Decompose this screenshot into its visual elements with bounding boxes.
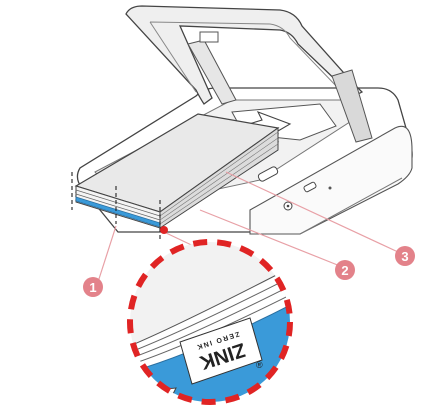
alignment-guides bbox=[71, 172, 161, 240]
callout-2-badge bbox=[335, 260, 355, 280]
svg-text:®: ® bbox=[256, 360, 263, 370]
lid-hinge-right bbox=[331, 69, 373, 143]
callout-1-number: 1 bbox=[89, 280, 96, 295]
zink-paper-stack bbox=[74, 113, 280, 229]
callout-1: 1 bbox=[83, 277, 103, 297]
usb-port bbox=[303, 181, 317, 193]
callout-2: 2 bbox=[335, 260, 355, 280]
callout-3: 3 bbox=[395, 246, 415, 266]
zoom-focus-marker bbox=[160, 226, 168, 234]
printer-bottom-rim bbox=[299, 177, 403, 235]
lid-inner-frame bbox=[149, 21, 341, 93]
indicator-led bbox=[328, 186, 332, 190]
power-button bbox=[257, 166, 279, 182]
callout-lines bbox=[97, 171, 399, 283]
zink-logo-panel bbox=[179, 317, 263, 385]
callout-2-number: 2 bbox=[341, 263, 348, 278]
lid-hinge-left bbox=[187, 39, 237, 105]
zoom-detail: ZINK ZERO INK ® bbox=[127, 239, 293, 405]
callout-1-badge bbox=[83, 277, 103, 297]
callout-3-badge bbox=[395, 246, 415, 266]
zoom-dashed-border bbox=[127, 239, 293, 405]
lid-clip bbox=[199, 31, 219, 43]
callout-3-number: 3 bbox=[401, 249, 408, 264]
